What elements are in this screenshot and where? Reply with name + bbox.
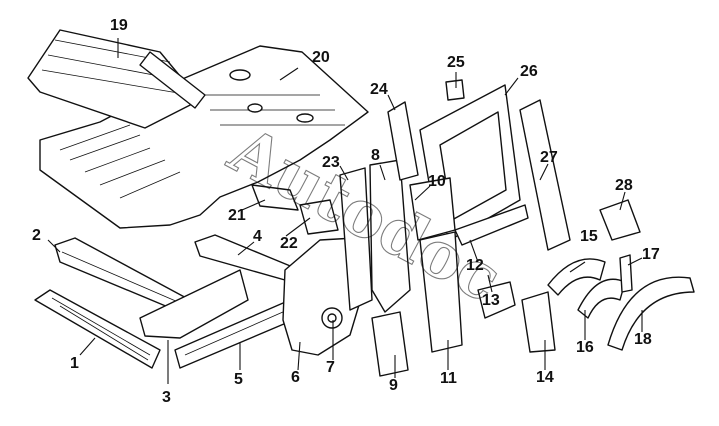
part-1-sill [34,289,161,369]
label-15: 15 [580,228,598,245]
label-10: 10 [428,173,446,190]
label-2: 2 [32,227,41,244]
part-12-rail [454,204,529,246]
part-21-bracket [251,184,299,211]
part-8-pillar [369,159,411,313]
part-25-clip [445,79,465,101]
label-6: 6 [291,369,300,386]
label-20: 20 [312,49,330,66]
part-22-bracket [299,199,339,235]
part-24-upper-pillar [387,101,419,181]
label-18: 18 [634,331,652,348]
label-4: 4 [253,228,262,245]
label-24: 24 [370,81,388,98]
label-5: 5 [234,371,243,388]
part-17-strap [619,254,633,293]
label-13: 13 [482,292,500,309]
part-19-rear-panel [27,29,206,129]
part-3-side-member [139,269,249,339]
label-16: 16 [576,339,594,356]
leader-lines [47,38,643,384]
label-12: 12 [466,257,484,274]
label-22: 22 [280,235,298,252]
part-23-pillar [339,167,373,311]
part-9-bracket [371,311,409,377]
label-27: 27 [540,149,558,166]
label-14: 14 [536,369,554,386]
part-20-floor-pan [39,45,369,229]
part-27-rear-pillar [519,99,571,251]
label-1: 1 [70,355,79,372]
label-8: 8 [371,147,380,164]
label-21: 21 [228,207,246,224]
label-11: 11 [440,370,457,387]
label-19: 19 [110,17,128,34]
label-17: 17 [642,246,660,263]
part-14-bracket [521,291,556,353]
label-9: 9 [389,377,398,394]
label-28: 28 [615,177,633,194]
label-3: 3 [162,389,171,406]
part-13-bracket [477,281,516,319]
part-number-labels: 19 20 21 22 23 8 24 25 26 10 27 28 2 4 1… [32,17,660,406]
part-11-lower-pillar [419,231,463,353]
part-18-outer-arch [607,276,695,351]
part-2-rail [54,237,191,313]
label-26: 26 [520,63,538,80]
label-25: 25 [447,54,465,71]
label-23: 23 [322,154,340,171]
part-28-bracket [599,199,641,241]
label-7: 7 [326,359,335,376]
part-15-wheel-arch [547,258,606,296]
